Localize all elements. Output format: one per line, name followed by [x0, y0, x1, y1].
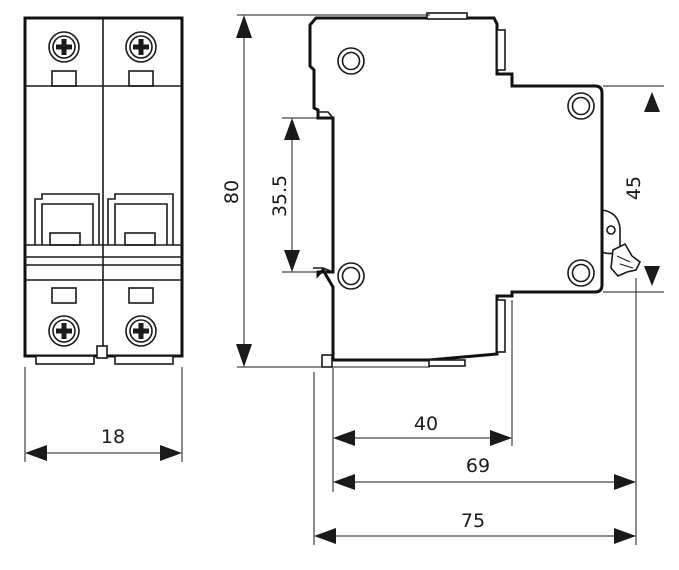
right-toggle-frame [107, 193, 174, 245]
toggle-lever-icon [601, 209, 621, 255]
dim-label-depth-75: 75 [461, 510, 485, 532]
bottom-right-screw-icon [125, 315, 157, 347]
bottom-left-terminal-slot [51, 287, 77, 304]
top-left-terminal-slot [51, 70, 77, 87]
rivet-bottom-right-icon [567, 259, 595, 287]
front-view [23, 16, 184, 462]
rivet-top-right-icon [567, 92, 595, 120]
top-right-screw-icon [125, 31, 157, 63]
left-toggle-frame [34, 193, 100, 245]
bottom-right-terminal-slot [128, 287, 154, 304]
dim-label-rail-height: 35.5 [269, 175, 291, 217]
rivet-bottom-left-icon [337, 262, 365, 290]
dim-label-depth-40: 40 [414, 413, 438, 435]
dim-label-cover-height: 45 [623, 176, 645, 200]
dim-label-depth-69: 69 [466, 455, 490, 477]
dim-label-front-width: 18 [101, 426, 125, 448]
rivet-top-left-icon [337, 47, 365, 75]
top-right-terminal-slot [128, 70, 154, 87]
side-view [236, 12, 664, 545]
bottom-left-screw-icon [48, 315, 80, 347]
top-left-screw-icon [48, 31, 80, 63]
dim-label-total-height: 80 [221, 180, 243, 204]
